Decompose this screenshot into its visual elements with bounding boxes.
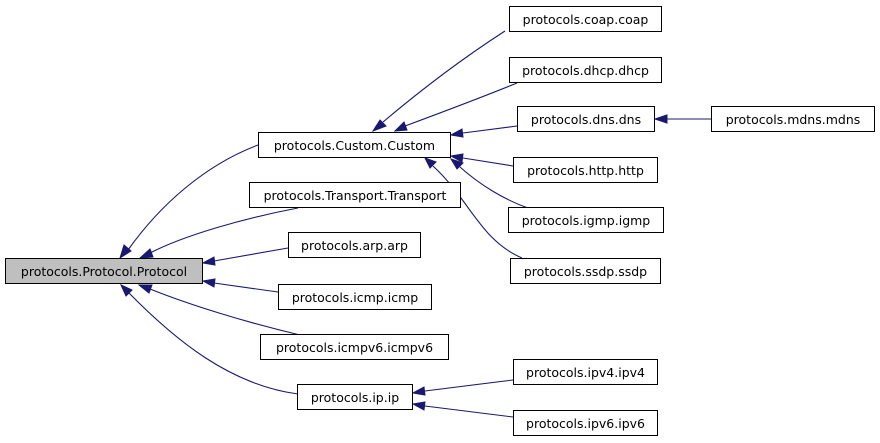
node-ipv4[interactable]: protocols.ipv4.ipv4 [513,359,658,385]
arrowhead [201,256,216,266]
edge-ipv4-ip [424,379,514,392]
edge-dhcp-custom [404,82,518,127]
node-ssdp[interactable]: protocols.ssdp.ssdp [510,258,661,284]
edge-igmp-custom [459,166,529,209]
edge-icmp-protocol [213,282,279,293]
arrowhead [423,157,437,169]
edge-transport-protocol [149,207,299,254]
node-ip[interactable]: protocols.ip.ip [297,384,413,410]
node-http[interactable]: protocols.http.http [513,157,658,183]
arrowhead [138,248,154,259]
arrowhead [411,401,426,411]
node-protocol[interactable]: protocols.Protocol.Protocol [5,258,203,284]
arrowhead [393,121,408,132]
edge-dns-custom [462,125,518,134]
arrowhead [119,283,133,297]
arrowhead [371,119,387,133]
edge-coap-custom [382,30,506,123]
arrowhead [137,284,153,294]
edge-arp-protocol [213,247,289,262]
node-mdns[interactable]: protocols.mdns.mdns [711,106,875,132]
arrowhead [119,244,132,260]
node-ipv6[interactable]: protocols.ipv6.ipv6 [513,410,658,436]
arrowhead [449,158,464,170]
node-dns[interactable]: protocols.dns.dns [517,106,655,132]
arrowhead [411,386,426,396]
node-icmp[interactable]: protocols.icmp.icmp [278,284,432,310]
node-custom[interactable]: protocols.Custom.Custom [258,132,451,158]
edge-ipv6-ip [424,405,514,418]
arrowhead [201,278,216,288]
node-arp[interactable]: protocols.arp.arp [288,232,421,258]
edge-ip-protocol [127,291,299,395]
node-transport[interactable]: protocols.Transport.Transport [249,182,461,208]
edge-icmpv6-protocol [149,288,301,336]
node-coap[interactable]: protocols.coap.coap [509,6,662,32]
node-igmp[interactable]: protocols.igmp.igmp [508,207,664,233]
edge-custom-protocol [127,144,259,251]
node-dhcp[interactable]: protocols.dhcp.dhcp [509,57,662,83]
arrowhead [449,153,464,163]
edge-ssdp-custom [432,165,523,259]
arrowhead [449,128,464,138]
node-icmpv6[interactable]: protocols.icmpv6.icmpv6 [260,334,449,360]
edge-http-custom [462,157,514,167]
arrowhead [653,114,668,124]
